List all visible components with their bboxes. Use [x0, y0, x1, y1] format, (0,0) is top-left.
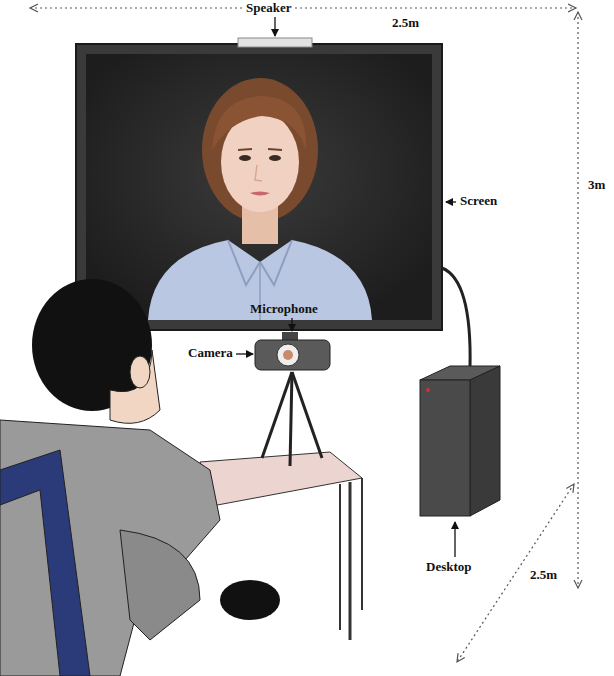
callout-label: 3m [586, 178, 607, 192]
callout-label: Screen [458, 194, 499, 208]
callout-label: Desktop [424, 560, 474, 574]
callout-label: 2.5m [390, 16, 421, 30]
callout-label: 2.5m [528, 568, 559, 582]
callout-label: Speaker [244, 1, 294, 15]
callout-label: Camera [186, 346, 235, 360]
callout-label: Microphone [248, 302, 320, 316]
